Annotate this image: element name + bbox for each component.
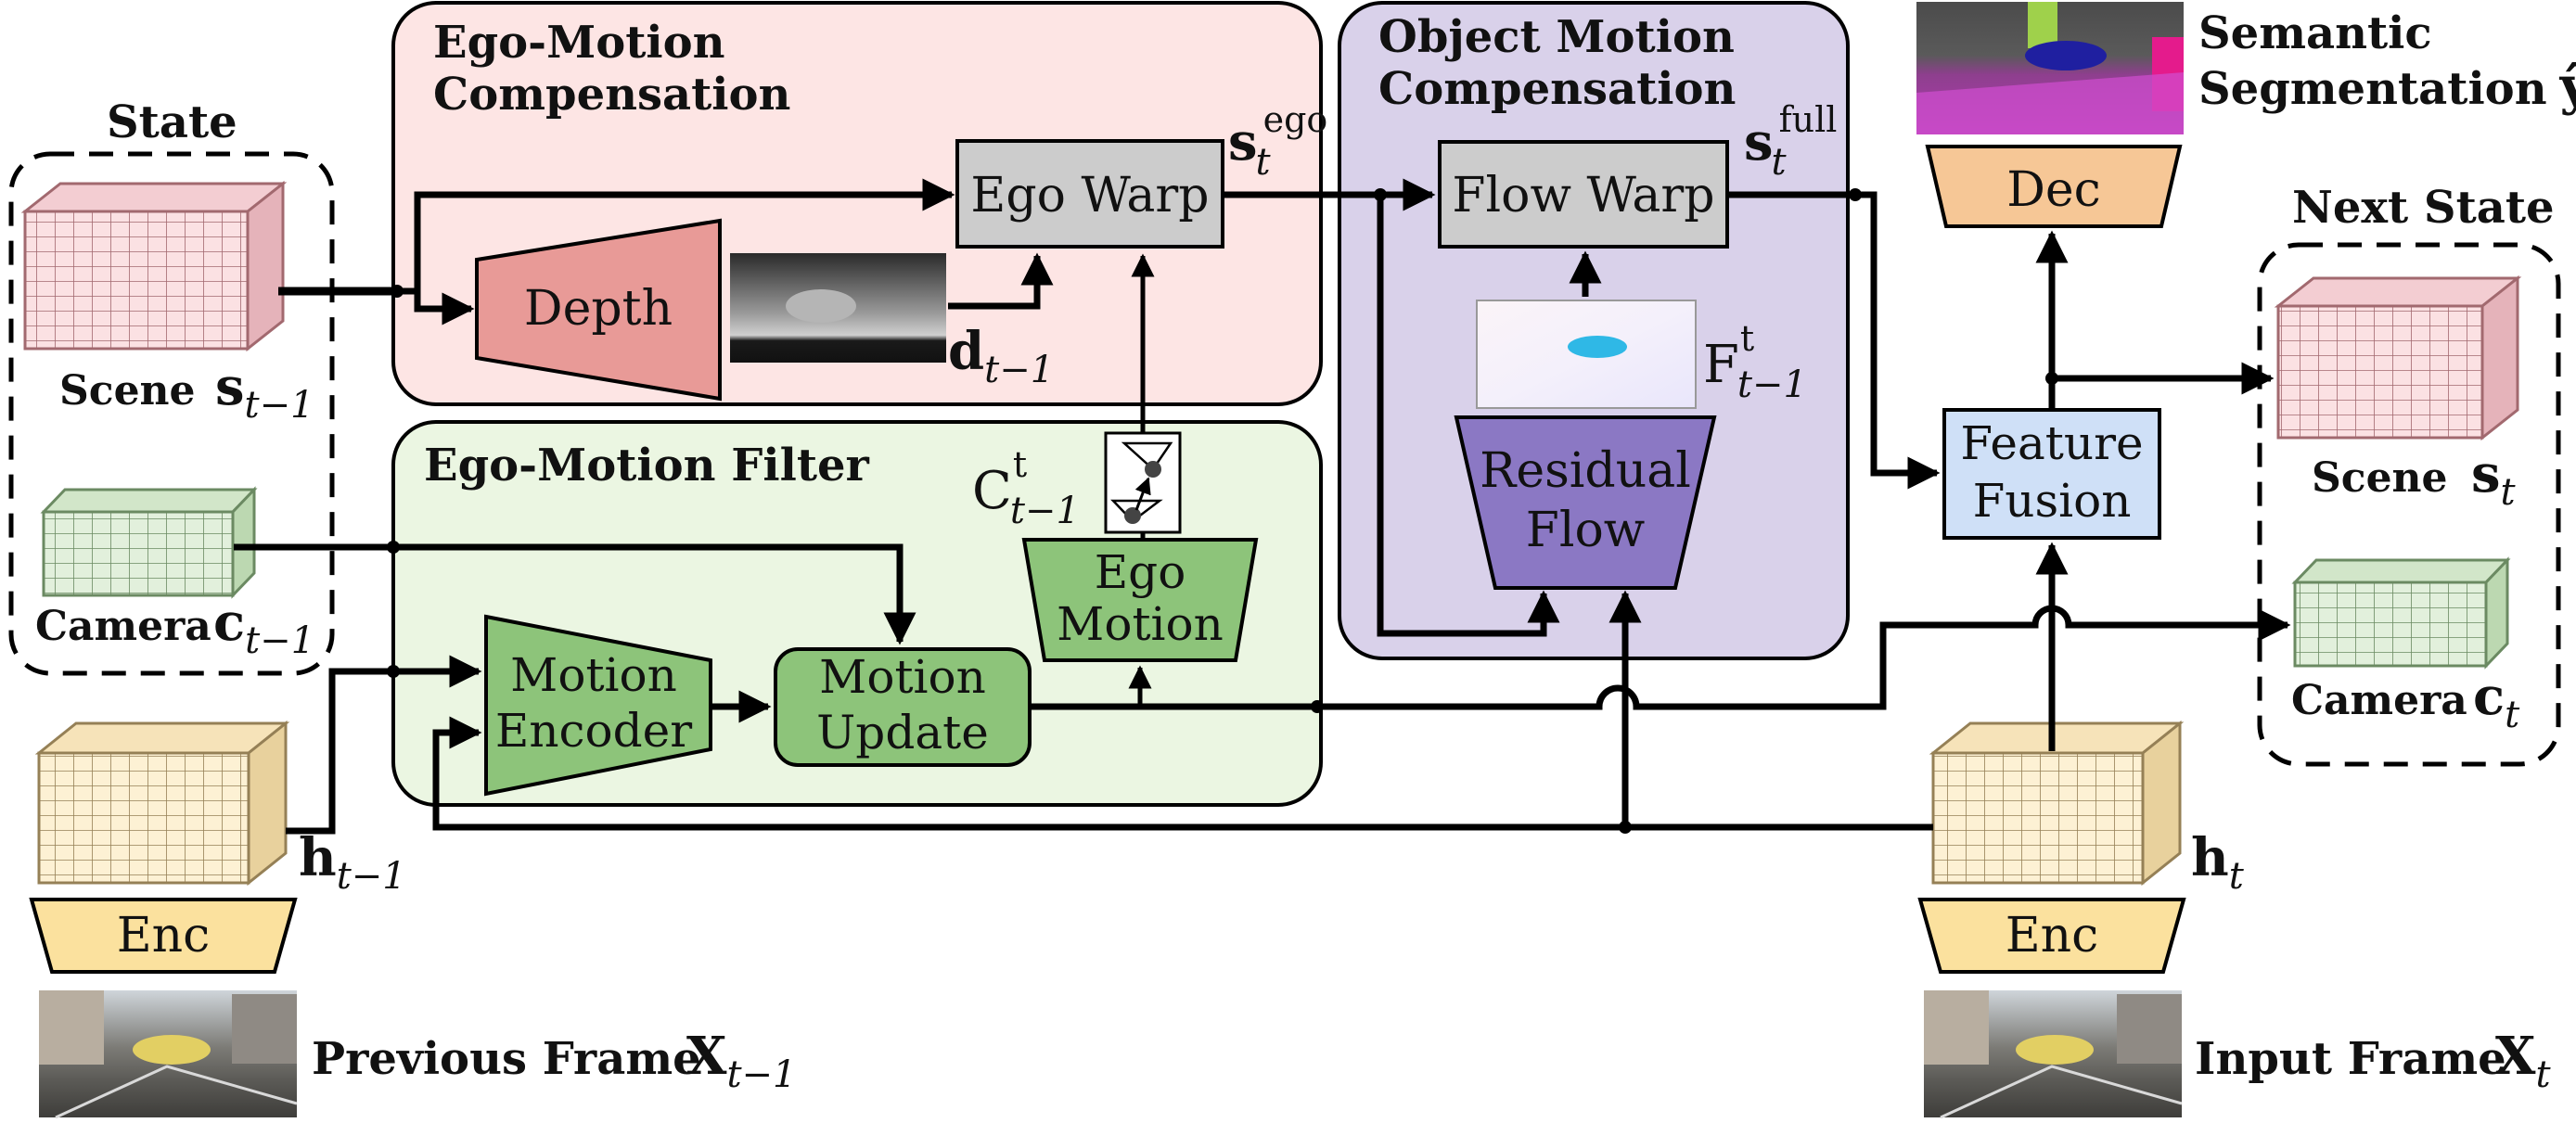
ego-motion-block xyxy=(1021,538,1259,662)
previous-frame-symbol: Xt−1 xyxy=(686,1026,797,1096)
camera-prev-symbol: ct−1 xyxy=(213,592,314,662)
camera-pose-icon xyxy=(1104,431,1182,534)
s-full-symbol: stfull xyxy=(1744,99,1837,184)
motion-encoder-block xyxy=(484,614,712,797)
feature-fusion-block xyxy=(1942,408,2161,540)
next-state-container xyxy=(2257,242,2561,767)
segmentation-caption: Semantic xyxy=(2198,7,2432,59)
residual-flow-block xyxy=(1454,415,1717,590)
enc-current-block xyxy=(1917,898,2186,974)
camera-state-prev xyxy=(40,486,258,599)
camera-prev-label: Camera xyxy=(35,603,211,650)
input-frame-symbol: Xt xyxy=(2495,1026,2551,1096)
input-frame-image xyxy=(1924,990,2183,1119)
c-symbol: Ct−1t xyxy=(972,444,1080,532)
object-compensation-title: Object Motion Compensation xyxy=(1378,11,1750,115)
h-prev-symbol: ht−1 xyxy=(299,827,406,898)
scene-next-label: Scene xyxy=(2312,454,2448,502)
depth-block xyxy=(475,218,722,402)
enc-prev-label: Enc xyxy=(117,908,211,963)
input-frame-caption: Input Frame xyxy=(2195,1033,2506,1085)
next-state-title: Next State xyxy=(2292,182,2555,234)
enc-prev-block xyxy=(29,898,298,974)
dec-label: Dec xyxy=(2006,162,2101,218)
ego-filter-title: Ego-Motion Filter xyxy=(424,440,870,491)
f-symbol: Ft−1t xyxy=(1703,318,1807,406)
flow-map-image xyxy=(1476,300,1697,409)
camera-next-symbol: ct xyxy=(2473,666,2520,736)
connections xyxy=(234,178,2291,835)
feature-map-prev xyxy=(34,720,290,887)
scene-state-prev xyxy=(20,180,288,352)
previous-frame-image xyxy=(39,990,298,1119)
ego-warp-label: Ego Warp xyxy=(970,168,1209,223)
h-cur-symbol: ht xyxy=(2191,827,2245,898)
s-ego-symbol: stego xyxy=(1228,99,1327,184)
camera-state-next xyxy=(2291,556,2511,670)
enc-current-label: Enc xyxy=(2006,908,2099,963)
feature-map-current xyxy=(1929,720,2185,887)
d-symbol: dt−1 xyxy=(948,321,1054,391)
ego-compensation-title: Ego-Motion Compensation xyxy=(433,17,790,121)
state-title: State xyxy=(107,96,237,148)
segmentation-output-image xyxy=(1916,2,2184,134)
scene-prev-label: Scene xyxy=(59,367,196,415)
dec-block xyxy=(1925,145,2183,228)
state-container xyxy=(8,151,335,676)
scene-prev-symbol: st−1 xyxy=(215,356,314,427)
flow-warp-label: Flow Warp xyxy=(1452,168,1714,223)
scene-state-next xyxy=(2274,274,2522,441)
depth-label: Depth xyxy=(524,281,673,337)
scene-next-symbol: st xyxy=(2471,443,2517,514)
depth-map-image xyxy=(730,253,946,363)
previous-frame-caption: Previous Frame xyxy=(312,1033,701,1085)
segmentation-caption-2: Segmentationŷt xyxy=(2198,56,2576,124)
camera-next-label: Camera xyxy=(2291,677,2467,724)
